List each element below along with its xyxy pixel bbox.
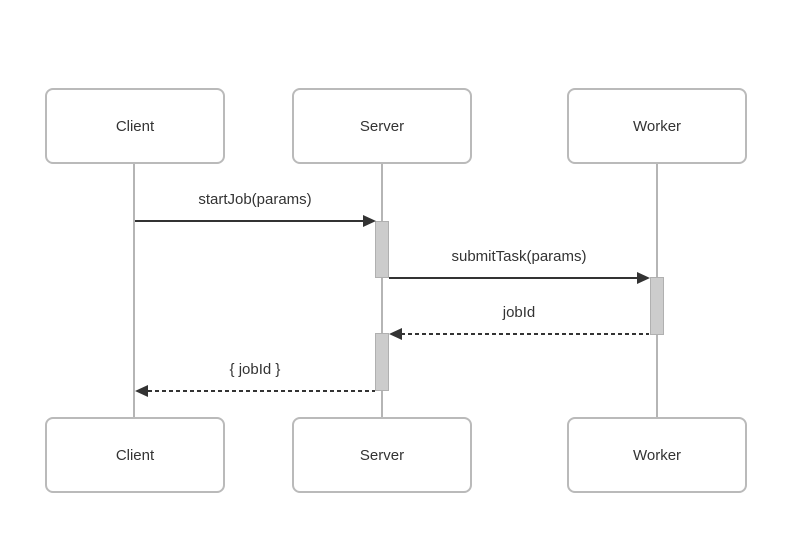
actor-box-server-top: Server (292, 88, 472, 164)
activation-bar-worker (650, 277, 664, 335)
actor-box-client-top: Client (45, 88, 225, 164)
arrowhead-left-icon (135, 385, 148, 397)
lifeline-client (133, 164, 135, 417)
message-label-jobid-return: { jobId } (229, 361, 281, 378)
actor-label-client: Client (115, 446, 155, 464)
actor-box-server-bottom: Server (292, 417, 472, 493)
message-line-jobid (401, 333, 649, 335)
actor-label-server: Server (359, 446, 405, 464)
arrowhead-left-icon (389, 328, 402, 340)
actor-label-client: Client (115, 117, 155, 135)
message-label-submittask: submitTask(params) (451, 248, 587, 265)
arrowhead-right-icon (637, 272, 650, 284)
actor-box-client-bottom: Client (45, 417, 225, 493)
arrowhead-right-icon (363, 215, 376, 227)
actor-label-worker: Worker (632, 117, 682, 135)
message-line-startjob (135, 220, 363, 222)
message-line-jobid-return (148, 390, 375, 392)
message-label-jobid: jobId (502, 304, 536, 321)
actor-box-worker-top: Worker (567, 88, 747, 164)
message-line-submittask (389, 277, 637, 279)
actor-label-worker: Worker (632, 446, 682, 464)
actor-box-worker-bottom: Worker (567, 417, 747, 493)
message-label-startjob: startJob(params) (198, 191, 312, 208)
activation-bar-server-2 (375, 333, 389, 391)
lifeline-server (381, 164, 383, 417)
activation-bar-server-1 (375, 221, 389, 278)
actor-label-server: Server (359, 117, 405, 135)
